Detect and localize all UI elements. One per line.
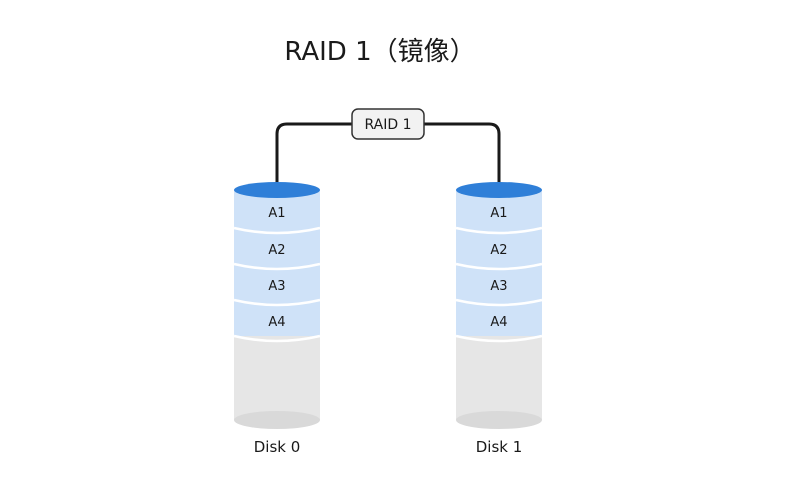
connector-line-disk-1 [422,122,501,187]
block-separator [455,298,543,307]
disk-0: A1 A2 A3 A4 Disk 0 [233,182,321,456]
disk-top [456,182,542,198]
disk-bottom [234,411,320,429]
disk-data-area [234,190,320,336]
data-block-a2: A2 [268,243,285,258]
disk-top [234,182,320,198]
block-separator [455,334,543,343]
controller-box [351,108,425,140]
disk-empty-space [456,336,542,420]
block-separator [455,226,543,235]
data-block-a3: A3 [268,279,285,294]
block-separator [233,334,321,343]
disk-data-area [456,190,542,336]
diagram-title: RAID 1（镜像） [284,37,475,67]
data-block-a1: A1 [490,206,507,221]
disk-bottom [456,411,542,429]
connector-line-disk-0 [275,122,354,187]
block-separator [455,262,543,271]
data-block-a3: A3 [490,279,507,294]
raid-controller: RAID 1 [351,108,425,140]
disk-label: Disk 0 [254,438,301,456]
controller-label: RAID 1 [364,117,411,133]
disk-label: Disk 1 [476,438,523,456]
block-separator [233,298,321,307]
data-block-a2: A2 [490,243,507,258]
disk-empty-space [234,336,320,420]
disk-1: A1 A2 A3 A4 Disk 1 [455,182,543,456]
data-block-a4: A4 [268,315,285,330]
block-separator [233,262,321,271]
data-block-a4: A4 [490,315,507,330]
block-separator [233,226,321,235]
data-block-a1: A1 [268,206,285,221]
